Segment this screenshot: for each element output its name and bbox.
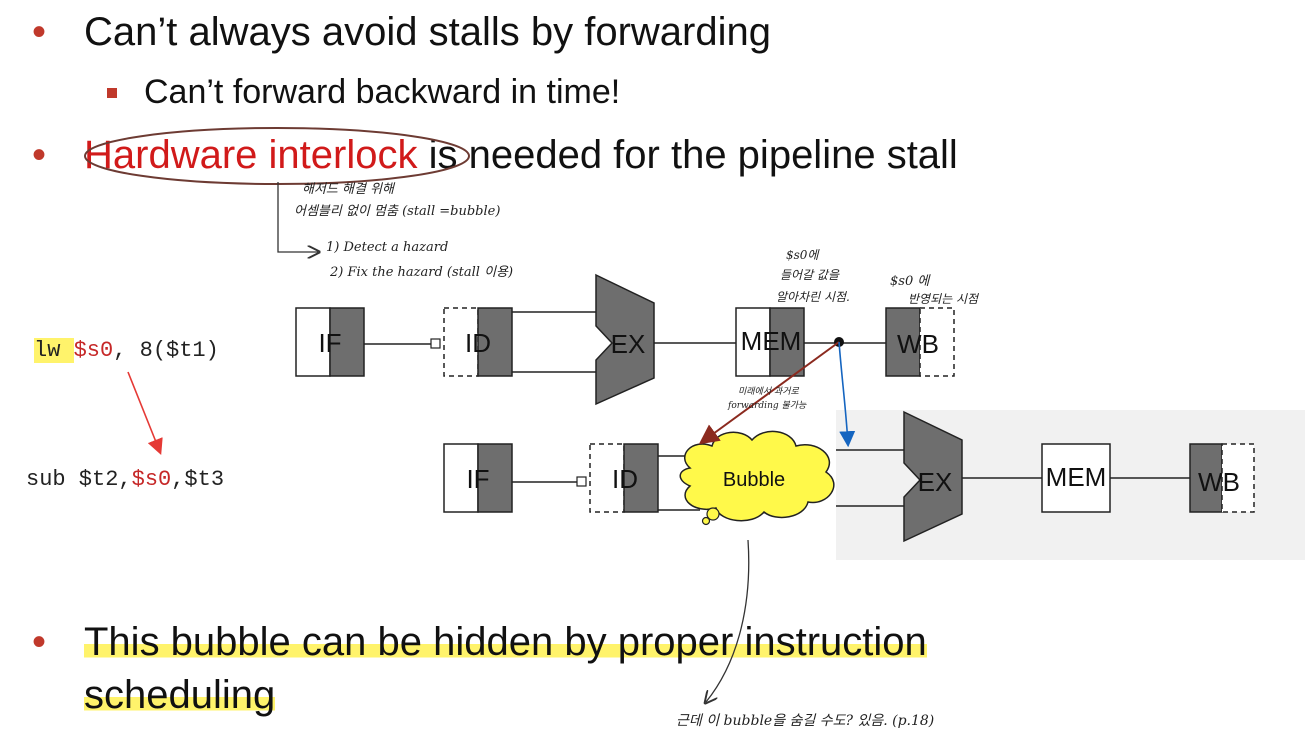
code-lw-op: lw [34, 338, 74, 363]
row2-wb-label: WB [1198, 467, 1240, 497]
code-sub-prefix: sub $t2, [26, 467, 132, 492]
note-1-line-1: 해저드 해결 위해 [302, 182, 394, 197]
code-lw-rest: , 8($t1) [113, 338, 219, 363]
note-3-line-2: 들어갈 값을 [780, 268, 840, 282]
row1-ex-alu [595, 273, 655, 406]
row2-mem-label: MEM [1046, 462, 1107, 492]
row1-if-label: IF [318, 328, 341, 358]
code-lw: lw $s0, 8($t1) [34, 338, 219, 363]
bullet-1-text: Can’t always avoid stalls by forwarding [84, 10, 771, 54]
note-3-line-3: 알아차린 시점. [776, 290, 850, 304]
row1-wb-gray [885, 307, 921, 377]
note-4-line-1: $s0 에 [890, 274, 930, 289]
row1-wb-white [919, 307, 955, 377]
note-5-line-1: 미래에서 과거로 [738, 387, 799, 397]
bullet-3-line-2: scheduling [84, 673, 276, 718]
note-6: 근데 이 bubble을 숨길 수도? 있음. (p.18) [676, 713, 935, 729]
note-3-line-1: $s0에 [786, 248, 819, 262]
row1-if-gray [329, 307, 365, 377]
row2-ex-alu [903, 410, 963, 543]
dependency-arrow-red [127, 371, 163, 455]
bullet-1-sub-text: Can’t forward backward in time! [144, 73, 621, 111]
row2-id-gray [623, 443, 659, 513]
forward-arrow-blue [838, 341, 856, 448]
row2-wb-white [1221, 443, 1255, 513]
note-1-line-2: 어셈블리 없이 멈춤 (stall =bubble) [294, 204, 501, 219]
row2-id-white [589, 443, 625, 513]
bullet-3-line-1: This bubble can be hidden by proper inst… [84, 620, 927, 665]
bullet-dot-1: • [32, 10, 47, 54]
row2-mem-box [1041, 443, 1111, 513]
row1-ex-label: EX [611, 329, 646, 359]
note-2-line-2: 2) Fix the hazard (stall 이용) [330, 265, 514, 280]
bubble-note-arrow [706, 539, 750, 702]
hardware-interlock-term: Hardware interlock [84, 133, 418, 177]
code-sub: sub $t2,$s0,$t3 [26, 467, 224, 492]
bullet-2-text: Hardware interlock is needed for the pip… [84, 133, 958, 178]
note-4-line-2: 반영되는 시점 [908, 292, 979, 306]
annotation-ellipse [84, 127, 470, 185]
row1-wb-label: WB [897, 329, 939, 359]
annotation-bracket [277, 182, 318, 252]
row1-mem-white [735, 307, 771, 377]
backward-forward-arrow [698, 341, 840, 445]
code-sub-reg: $s0 [131, 467, 172, 492]
pipeline-row-2: IF ID Bubble EX MEM WB [443, 410, 1255, 543]
row1-mem-gray [769, 307, 805, 377]
bullet-3-line-2-text: scheduling [84, 673, 276, 717]
row2-ex-label: EX [918, 467, 953, 497]
bubble-cloud [679, 430, 835, 522]
row2-wb-gray [1189, 443, 1223, 513]
bullet-dot-3: • [32, 620, 47, 664]
row2-id-label: ID [612, 464, 638, 494]
row2-if-gray [477, 443, 513, 513]
code-sub-rest: ,$t3 [171, 467, 225, 492]
pipeline-row-1: IF ID EX MEM WB [295, 273, 955, 406]
row1-id-label: ID [465, 328, 491, 358]
row2-if-label: IF [466, 464, 489, 494]
bubble-label: Bubble [723, 469, 785, 491]
note-2-line-1: 1) Detect a hazard [326, 240, 449, 255]
note-5-line-2: forwarding 불가능 [728, 401, 807, 411]
row1-id-gray [477, 307, 513, 377]
code-lw-reg: $s0 [73, 338, 114, 363]
sub-bullet-square [107, 88, 117, 98]
row1-mem-label: MEM [741, 326, 802, 356]
row1-if-white [295, 307, 331, 377]
bullet-2-rest: is needed for the pipeline stall [417, 133, 958, 177]
bullet-3-line-1-text: This bubble can be hidden by proper inst… [84, 620, 927, 664]
row1-id-white [443, 307, 479, 377]
bullet-dot-2: • [32, 133, 47, 177]
